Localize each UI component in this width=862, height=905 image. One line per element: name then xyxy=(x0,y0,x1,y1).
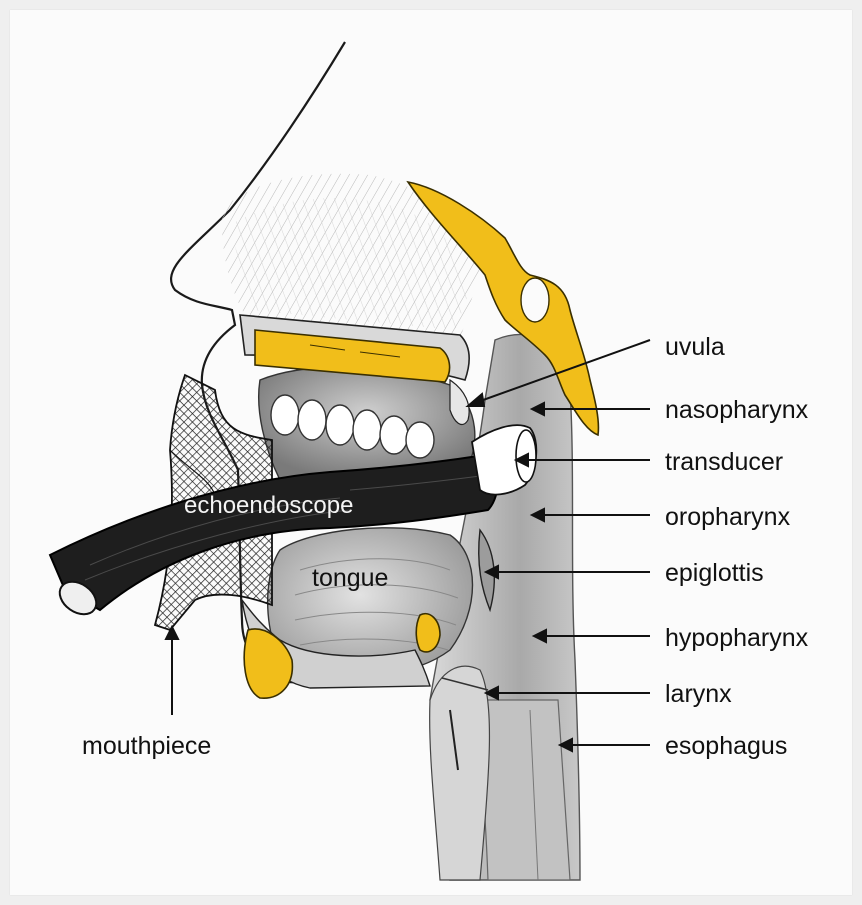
diagram-frame: uvula nasopharynx transducer oropharynx … xyxy=(10,10,852,895)
uvula-label: uvula xyxy=(665,335,725,360)
epiglottis-label: epiglottis xyxy=(665,561,764,586)
nasopharynx-label: nasopharynx xyxy=(665,398,808,423)
oropharynx-label: oropharynx xyxy=(665,505,790,530)
esophagus-label: esophagus xyxy=(665,734,787,759)
larynx-region xyxy=(430,666,490,880)
mouthpiece-label: mouthpiece xyxy=(82,734,211,759)
transducer-label: transducer xyxy=(665,450,783,475)
uvula-shape xyxy=(450,380,469,425)
larynx-label: larynx xyxy=(665,682,732,707)
tongue-label: tongue xyxy=(312,566,388,591)
echoendoscope-label: echoendoscope xyxy=(184,494,353,518)
hypopharynx-label: hypopharynx xyxy=(665,626,808,651)
